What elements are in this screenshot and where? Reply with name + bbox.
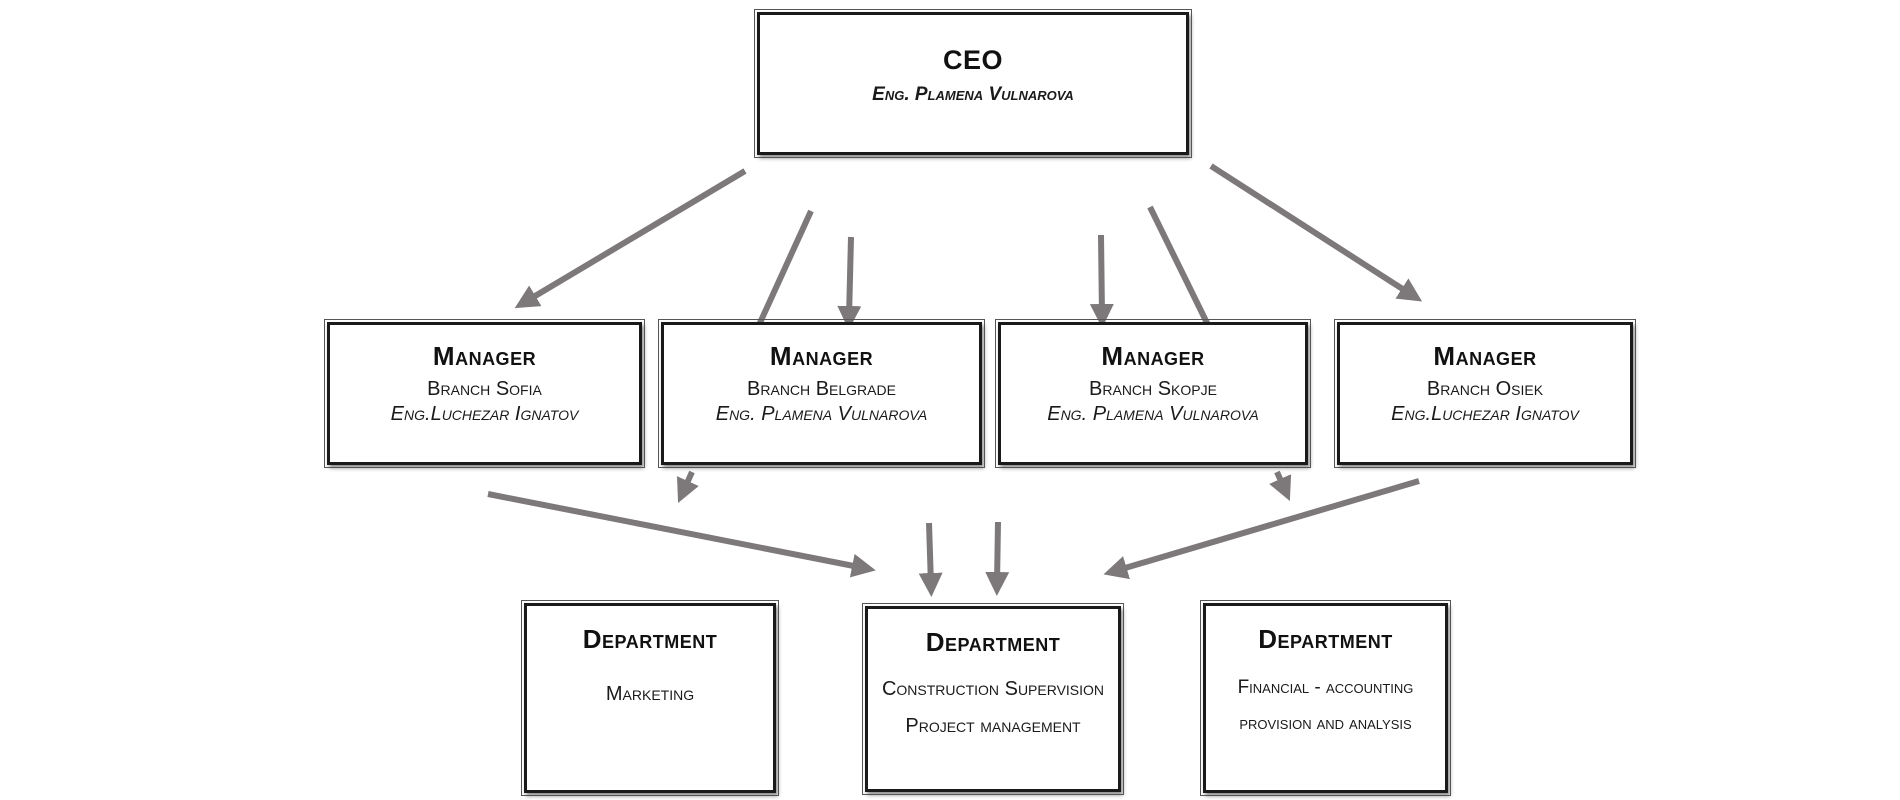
- arrow-ceo-to-osiek: [1209, 163, 1423, 302]
- arrow-skopje-to-dept-a: [985, 521, 1010, 596]
- arrow-ceo-to-skopje-a: [1089, 234, 1114, 328]
- department-line: Construction Supervision: [881, 678, 1105, 700]
- manager-branch: Branch Belgrade: [747, 378, 896, 400]
- arrow-ceo-to-belgrade-a: [756, 209, 814, 327]
- arrow-ceo-to-sofia: [514, 168, 747, 309]
- department-box-marketing: Department Marketing: [521, 600, 779, 796]
- arrow-sofia-to-dept: [487, 491, 876, 578]
- manager-box-sofia: Manager Branch Sofia Eng.Luchezar Ignato…: [324, 319, 645, 468]
- ceo-name: Eng. Plamena Vulnarova: [872, 84, 1074, 105]
- department-line: Marketing: [605, 683, 695, 705]
- arrow-belgrade-to-dept-b: [918, 522, 943, 597]
- department-line: provision and analysis: [1239, 713, 1412, 733]
- arrow-skopje-to-dept-b: [1269, 470, 1292, 501]
- manager-branch: Branch Sofia: [427, 378, 542, 400]
- manager-branch: Branch Osiek: [1426, 378, 1544, 400]
- arrow-belgrade-to-dept-a: [676, 470, 699, 503]
- department-line: Financial - accounting: [1237, 677, 1414, 698]
- manager-box-osiek: Manager Branch Osiek Eng.Luchezar Ignato…: [1334, 319, 1636, 468]
- department-line: Project management: [905, 715, 1081, 737]
- department-title: Department: [582, 624, 718, 654]
- manager-box-skopje: Manager Branch Skopje Eng. Plamena Vulna…: [995, 319, 1311, 468]
- manager-name: Eng.Luchezar Ignatov: [1391, 403, 1579, 425]
- ceo-box: CEO Eng. Plamena Vulnarova: [754, 9, 1192, 158]
- manager-name: Eng. Plamena Vulnarova: [715, 403, 928, 425]
- manager-name: Eng.Luchezar Ignatov: [390, 403, 579, 425]
- manager-name: Eng. Plamena Vulnarova: [1047, 403, 1259, 425]
- manager-title: Manager: [1101, 341, 1205, 371]
- manager-title: Manager: [1433, 341, 1537, 371]
- manager-title: Manager: [432, 341, 537, 371]
- manager-branch: Branch Skopje: [1089, 378, 1217, 400]
- arrow-ceo-to-skopje-b: [1147, 205, 1211, 327]
- department-box-financial: Department Financial - accounting provis…: [1200, 600, 1451, 796]
- ceo-title: CEO: [942, 45, 1003, 75]
- manager-box-belgrade: Manager Branch Belgrade Eng. Plamena Vul…: [658, 319, 985, 468]
- department-title: Department: [925, 627, 1061, 657]
- arrow-ceo-to-belgrade-b: [837, 236, 862, 330]
- department-box-construction: Department Construction Supervision Proj…: [862, 603, 1124, 795]
- manager-title: Manager: [769, 341, 874, 371]
- arrow-osiek-to-dept: [1103, 478, 1420, 580]
- department-title: Department: [1258, 624, 1393, 654]
